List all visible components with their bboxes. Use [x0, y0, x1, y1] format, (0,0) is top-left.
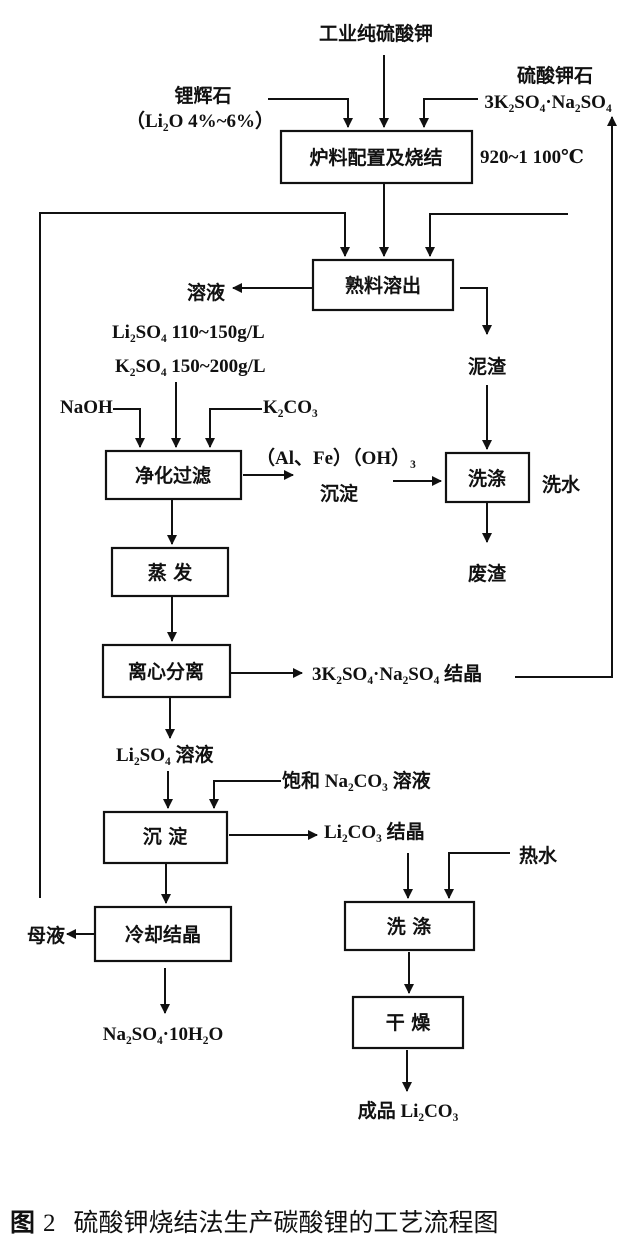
node-leach: 熟料溶出 — [311, 258, 455, 312]
arrow-glaserite-to-sinter — [419, 98, 478, 128]
node-label: 离心分离 — [128, 660, 204, 683]
label-product-li2co3: 成品 Li₂CO₃ — [358, 1099, 459, 1122]
label-glauber-salt: Na₂SO₄·10H₂O — [103, 1024, 224, 1045]
label-li2so4-solution: Li₂SO₄ 溶液 — [116, 743, 214, 766]
node-label: 冷却结晶 — [125, 923, 201, 946]
label-saturated-na2co3: 饱和 Na₂CO₃ 溶液 — [282, 769, 432, 792]
label-mud: 泥渣 — [468, 355, 507, 378]
arrow-naoh-to-purify — [113, 408, 145, 448]
arrow-hot-water-to-wash — [444, 852, 510, 899]
label-naoh: NaOH — [60, 397, 113, 418]
label-li2co3-crystal: Li₂CO₃ 结晶 — [324, 820, 425, 843]
arrow-wash-water-recycle — [425, 213, 568, 257]
label-industrial-k2so4: 工业纯硫酸钾 — [319, 22, 433, 45]
node-label: 洗涤 — [468, 467, 506, 490]
arrow-k2co3-to-purify — [205, 408, 262, 448]
label-glaserite: 硫酸钾石 — [517, 64, 593, 87]
label-k2co3: K₂CO₃ — [263, 397, 318, 418]
label-spodumene-grade: （Li₂O 4%~6%） — [126, 109, 274, 132]
label-spodumene: 锂辉石 — [174, 84, 231, 107]
node-purify: 净化过滤 — [104, 449, 243, 501]
node-label: 沉 淀 — [143, 825, 189, 848]
sinter-temperature: 920~1 100℃ — [480, 147, 584, 168]
label-k2so4-concentration: K₂SO₄ 150~200g/L — [115, 356, 266, 377]
label-glaserite-crystal: 3K₂SO₄·Na₂SO₄ 结晶 — [312, 662, 482, 685]
arrow-leach-to-mud — [460, 287, 492, 335]
label-precipitate: 沉淀 — [320, 482, 359, 505]
node-wash-mud: 洗涤 — [444, 451, 531, 504]
node-label: 净化过滤 — [135, 464, 211, 487]
caption-text: 硫酸钾烧结法生产碳酸锂的工艺流程图 — [73, 1208, 499, 1237]
caption-number: 2 — [43, 1210, 56, 1237]
connectors — [39, 55, 617, 1092]
node-drying: 干 燥 — [351, 995, 465, 1050]
node-precipitation: 沉 淀 — [102, 810, 229, 865]
node-label: 干 燥 — [386, 1012, 432, 1034]
node-label: 蒸 发 — [148, 561, 194, 584]
node-wash-product: 洗 涤 — [343, 900, 476, 952]
arrow-na2co3-to-precipitation — [209, 780, 281, 809]
label-wash-water: 洗水 — [542, 473, 581, 496]
node-evaporation: 蒸 发 — [110, 546, 230, 598]
arrow-mother-liquor-recycle — [39, 212, 350, 898]
flowchart: 炉料配置及烧结 920~1 100℃ 熟料溶出 净化过滤 蒸 发 离心分离 沉 … — [27, 22, 617, 1122]
label-li2so4-concentration: Li₂SO₄ 110~150g/L — [112, 322, 265, 343]
label-mother-liquor: 母液 — [27, 924, 66, 947]
arrow-glaserite-recycle — [515, 116, 617, 678]
label-solution: 溶液 — [187, 281, 226, 304]
arrow-spodumene-to-sinter — [268, 98, 353, 128]
caption-prefix: 图 — [10, 1208, 36, 1237]
label-waste-residue: 废渣 — [468, 562, 507, 585]
label-hot-water: 热水 — [519, 844, 558, 867]
label-hydroxide-precipitate: （Al、Fe）（OH）₃ — [256, 446, 416, 469]
node-centrifuge: 离心分离 — [101, 643, 232, 699]
node-cooling-crystallization: 冷却结晶 — [93, 905, 233, 963]
node-label: 炉料配置及烧结 — [309, 146, 442, 169]
node-label: 熟料溶出 — [345, 274, 421, 297]
node-label: 洗 涤 — [387, 915, 432, 938]
node-sinter: 炉料配置及烧结 — [279, 129, 474, 185]
label-glaserite-formula: 3K₂SO₄·Na₂SO₄ — [484, 92, 612, 113]
